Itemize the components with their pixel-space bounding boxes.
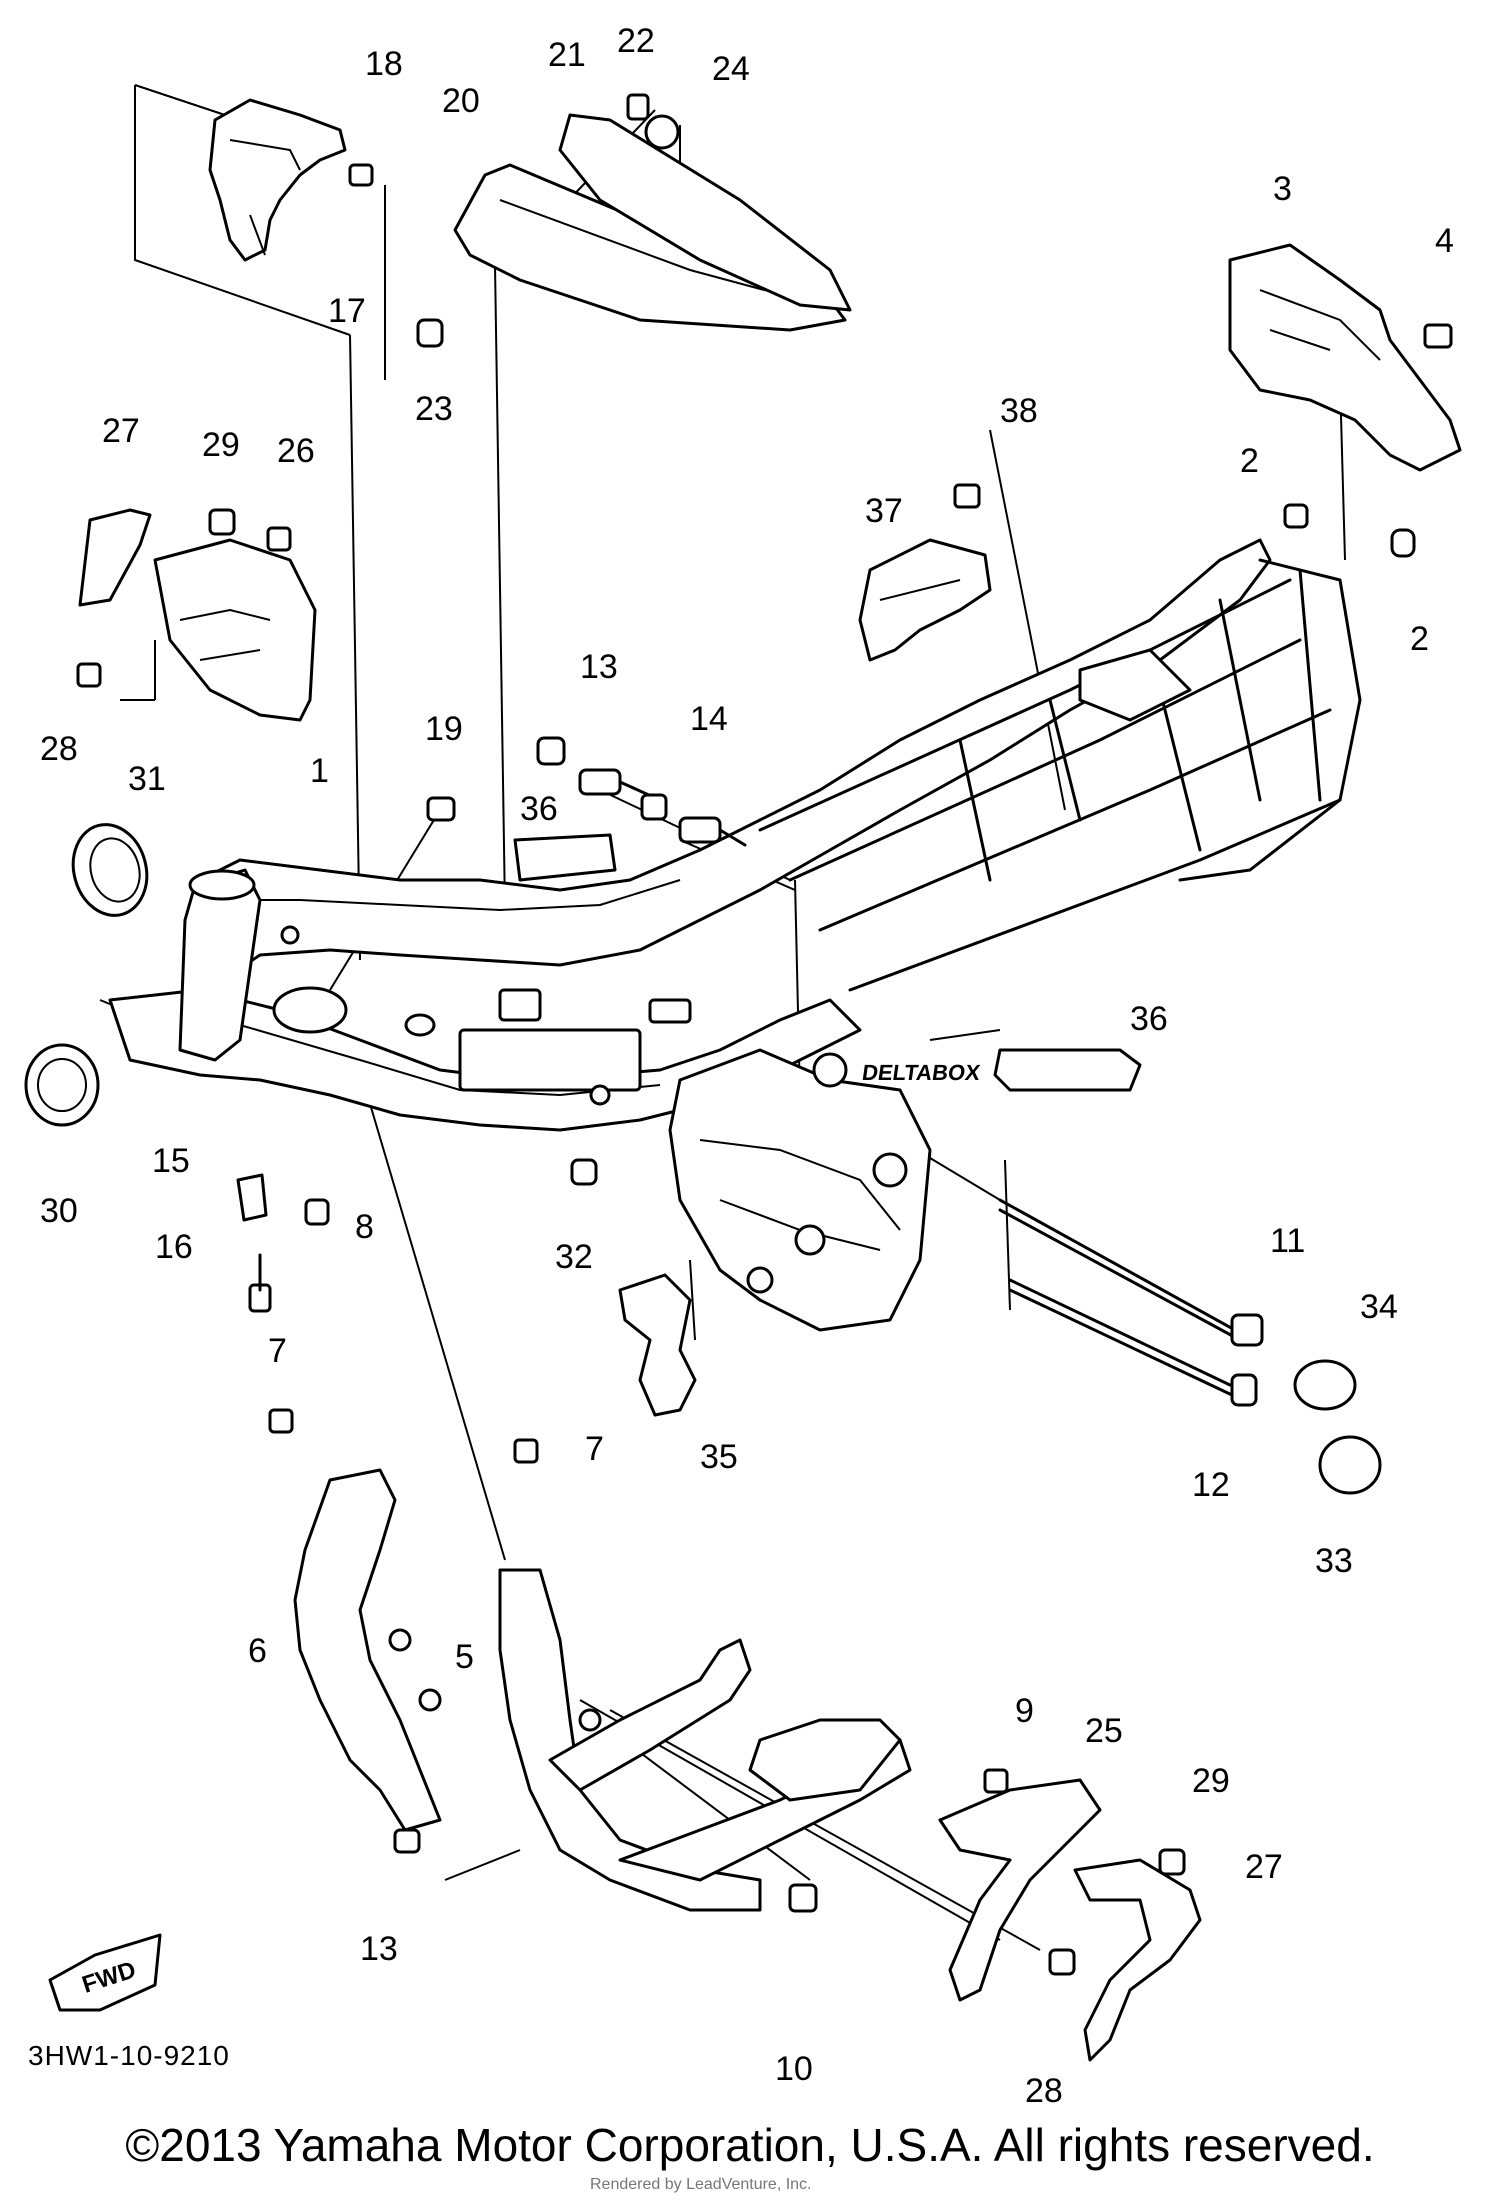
callout-24: 24 (712, 50, 750, 88)
callout-1: 1 (310, 752, 329, 790)
callout-29b: 29 (1192, 1762, 1230, 1800)
callout-12: 12 (1192, 1466, 1230, 1504)
headlight-bracket-17 (208, 98, 374, 262)
callout-20: 20 (442, 82, 480, 120)
callout-2a: 2 (1240, 442, 1259, 480)
callout-37: 37 (865, 492, 903, 530)
nut-2a (1283, 503, 1309, 529)
watermark: Rendered by LeadVenture, Inc. (590, 2176, 812, 2193)
nut-2b (1390, 528, 1416, 558)
callout-6: 6 (248, 1632, 267, 1670)
callout-19: 19 (425, 710, 463, 748)
callout-10: 10 (775, 2050, 813, 2088)
frame-cover-20-21 (416, 93, 852, 348)
callout-32: 32 (555, 1238, 593, 1276)
callout-28a: 28 (40, 730, 78, 768)
small-fasteners (236, 736, 747, 1313)
callout-7a: 7 (268, 1332, 287, 1370)
main-frame-1 (108, 538, 1362, 1332)
deltabox-decal: DELTABOX (861, 1048, 1142, 1092)
callout-34: 34 (1360, 1288, 1398, 1326)
callout-31: 31 (128, 760, 166, 798)
callout-23: 23 (415, 390, 453, 428)
callout-3: 3 (1273, 170, 1292, 208)
lower-fasteners (268, 1408, 1186, 1976)
head-tube-caps (24, 823, 149, 1127)
lower-frame-5-6 (293, 1468, 912, 1912)
bracket-3 (1228, 243, 1462, 472)
callout-18: 18 (365, 45, 403, 83)
callout-14: 14 (690, 700, 728, 738)
callout-17: 17 (328, 292, 366, 330)
callout-27b: 27 (1245, 1848, 1283, 1886)
callout-38: 38 (1000, 392, 1038, 430)
callout-13a: 13 (580, 648, 618, 686)
callout-15: 15 (152, 1142, 190, 1180)
callout-5: 5 (455, 1638, 474, 1676)
callout-4: 4 (1435, 222, 1454, 260)
callout-36b: 36 (1130, 1000, 1168, 1038)
bracket-37 (858, 483, 992, 662)
footrest-guard-26-27 (76, 508, 317, 722)
plug-34 (1293, 1359, 1357, 1411)
part-code: 3HW1-10-9210 (28, 2040, 230, 2071)
callout-8: 8 (355, 1208, 374, 1246)
callout-2b: 2 (1410, 620, 1429, 658)
callout-29a: 29 (202, 426, 240, 464)
callout-36a: 36 (520, 790, 558, 828)
fwd-arrow-icon: FWD (48, 1933, 162, 2012)
callout-33: 33 (1315, 1542, 1353, 1580)
copyright-notice: ©2013 Yamaha Motor Corporation, U.S.A. A… (125, 2119, 1375, 2171)
callout-9: 9 (1015, 1692, 1034, 1730)
callout-35: 35 (700, 1438, 738, 1476)
plug-33 (1318, 1435, 1382, 1495)
callout-25: 25 (1085, 1712, 1123, 1750)
decal-text: DELTABOX (861, 1060, 982, 1085)
callout-28b: 28 (1025, 2072, 1063, 2110)
callout-26: 26 (277, 432, 315, 470)
callout-11: 11 (1270, 1222, 1305, 1260)
callout-30: 30 (40, 1192, 78, 1230)
callout-13b: 13 (360, 1930, 398, 1968)
bracket-35 (618, 1273, 697, 1417)
callout-7b: 7 (585, 1430, 604, 1468)
callout-labels: 18 17 20 21 22 24 23 3 4 27 29 26 28 38 … (40, 22, 1454, 2110)
callout-27a: 27 (102, 412, 140, 450)
callout-16: 16 (155, 1228, 193, 1266)
engine-mount-rods (998, 1198, 1264, 1407)
callout-22: 22 (617, 22, 655, 60)
callout-21: 21 (548, 36, 586, 74)
footrest-bracket-25 (938, 1778, 1202, 2062)
